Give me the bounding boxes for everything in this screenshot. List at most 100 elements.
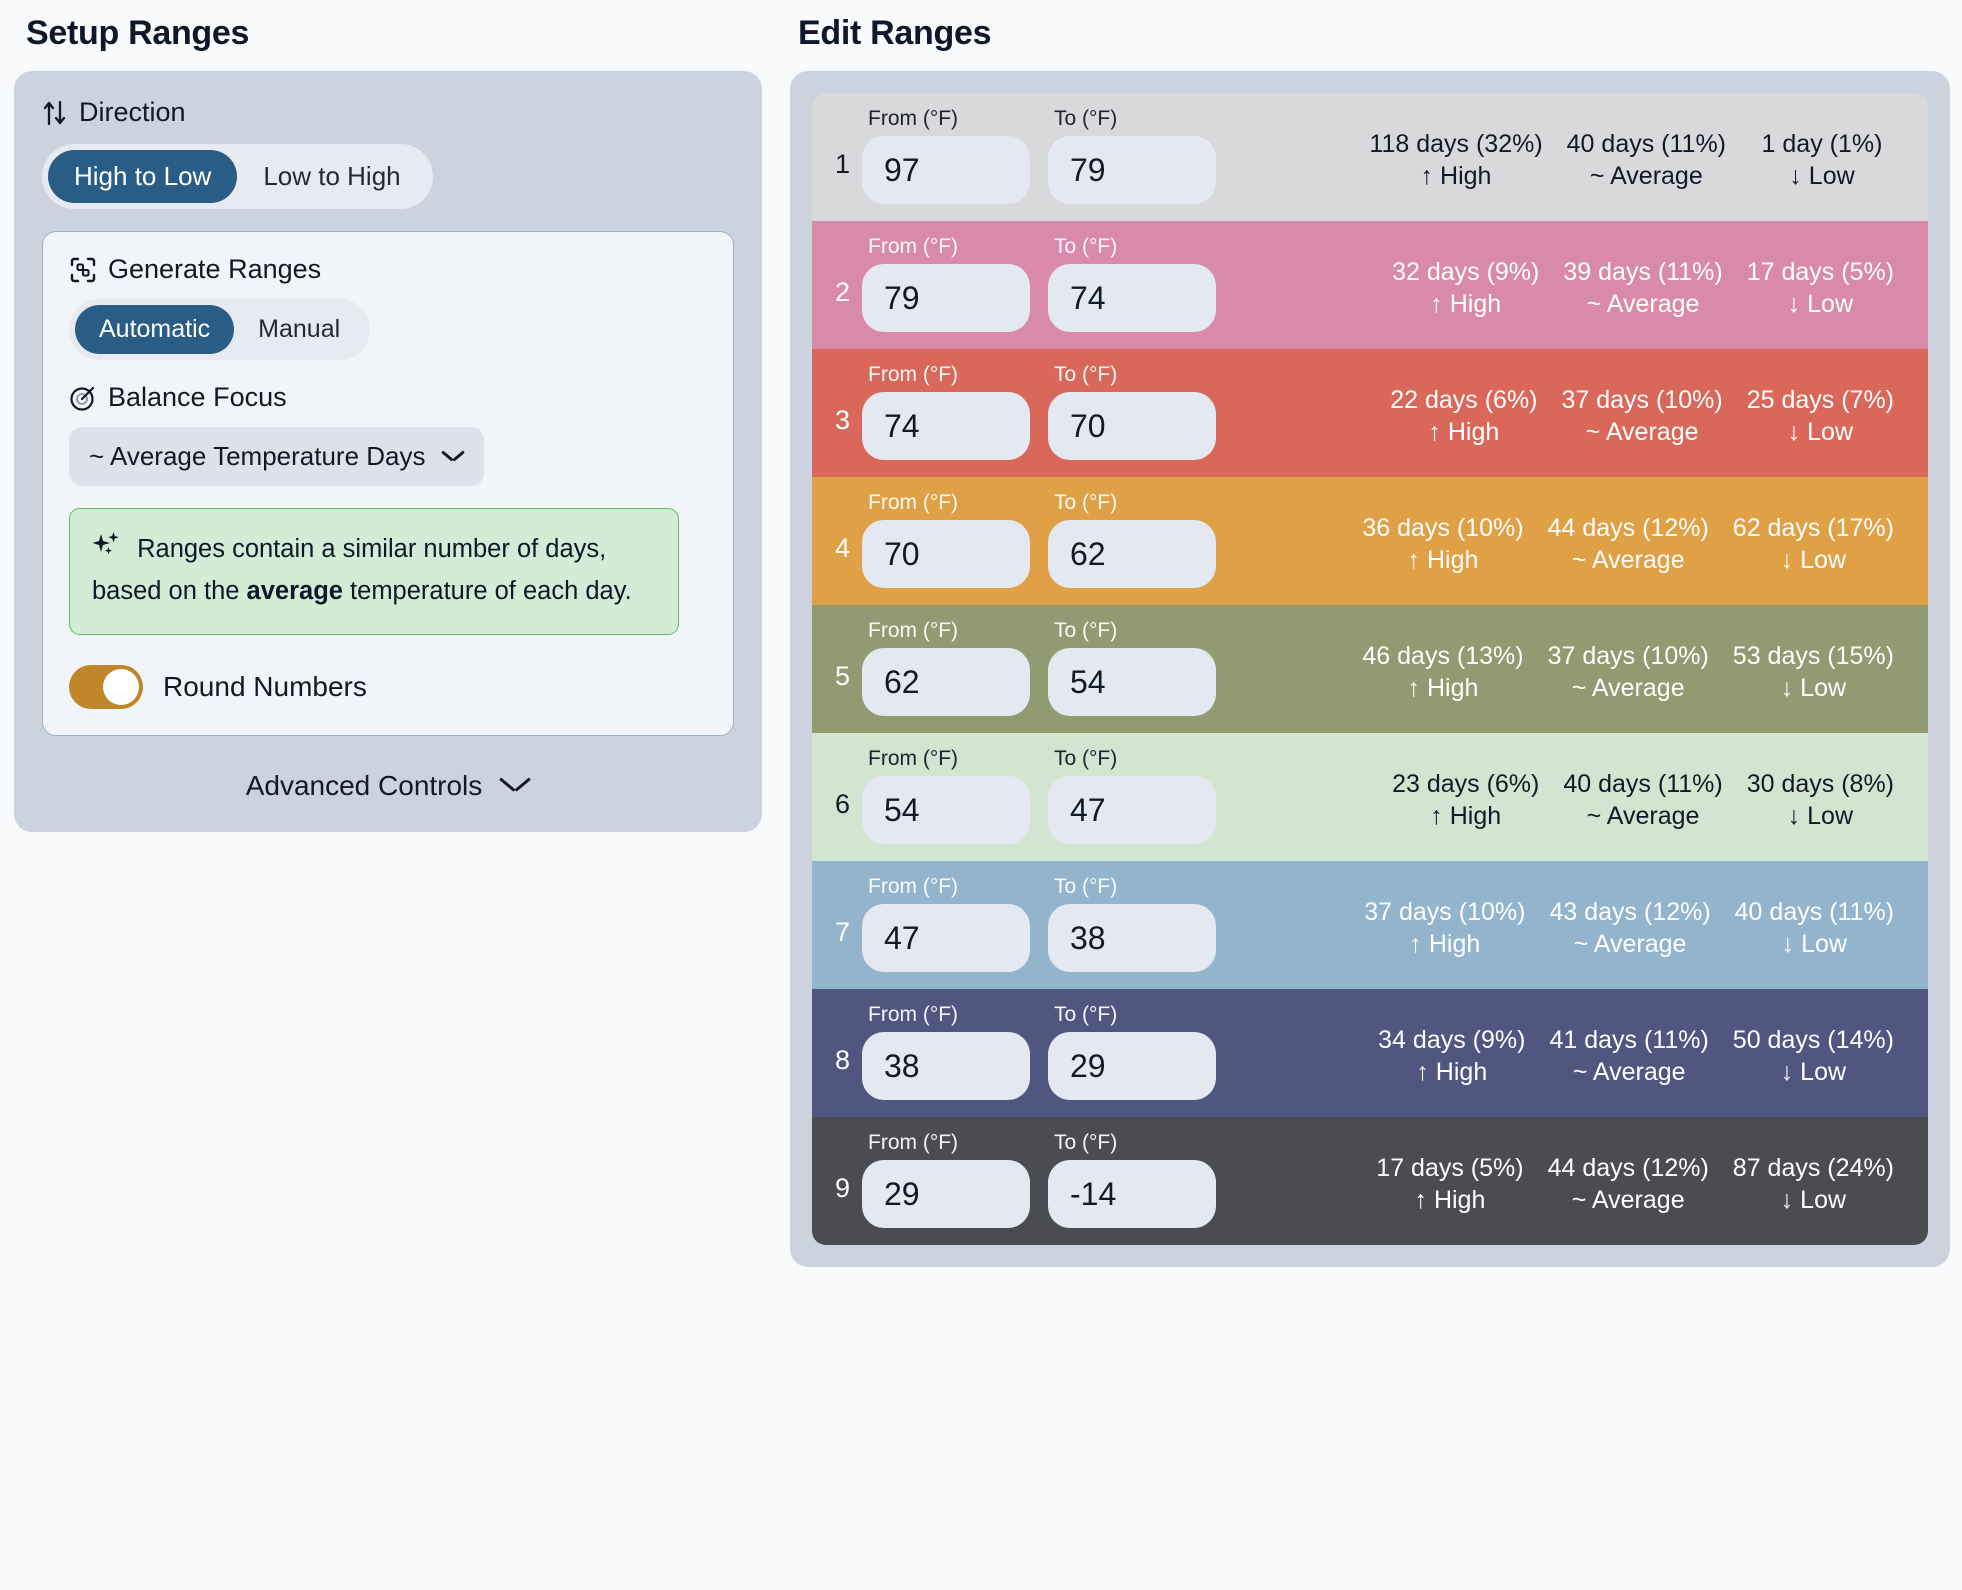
from-input[interactable]: [862, 904, 1030, 972]
from-label: From (°F): [868, 491, 959, 514]
stat-low-count: 17 days (5%): [1746, 258, 1894, 286]
from-input[interactable]: [862, 264, 1030, 332]
from-input[interactable]: [862, 1032, 1030, 1100]
to-label: To (°F): [1054, 747, 1118, 770]
stat-low: 62 days (17%)↓ Low: [1721, 513, 1906, 578]
direction-option-low-to-high[interactable]: Low to High: [263, 161, 401, 191]
generate-ranges-segmented-control[interactable]: Automatic Manual: [69, 299, 371, 360]
stat-low-count: 50 days (14%): [1732, 1026, 1894, 1054]
setup-ranges-column: Setup Ranges Direction High to Low Low t…: [0, 0, 790, 1590]
stat-low: 25 days (7%)↓ Low: [1735, 385, 1906, 450]
to-input[interactable]: [1048, 1032, 1216, 1100]
from-field-group: From (°F): [862, 875, 1030, 972]
stat-average-count: 41 days (11%): [1549, 1026, 1709, 1054]
generate-ranges-label-text: Generate Ranges: [108, 254, 322, 284]
stat-low-kind: ↓ Low: [1787, 290, 1853, 319]
stat-low: 40 days (11%)↓ Low: [1723, 897, 1906, 962]
round-numbers-label: Round Numbers: [163, 670, 367, 702]
stat-average-count: 37 days (10%): [1547, 642, 1709, 670]
stat-average: 43 days (12%)~ Average: [1537, 897, 1722, 962]
stat-average-kind: ~ Average: [1585, 418, 1699, 447]
from-label: From (°F): [868, 747, 959, 770]
balance-focus-label: Balance Focus: [69, 382, 707, 413]
from-field-group: From (°F): [862, 1003, 1030, 1100]
sparkles-icon: [92, 532, 129, 565]
stat-high-kind: ↑ High: [1407, 546, 1479, 575]
generate-option-automatic[interactable]: Automatic: [75, 305, 235, 354]
chevron-down-icon: [442, 450, 464, 463]
to-input[interactable]: [1048, 904, 1216, 972]
to-field-group: To (°F): [1048, 107, 1216, 204]
from-input[interactable]: [862, 648, 1030, 716]
stat-low-kind: ↓ Low: [1781, 930, 1847, 959]
to-input[interactable]: [1048, 776, 1216, 844]
hint-callout: Ranges contain a similar number of days,…: [69, 508, 679, 635]
stat-high: 32 days (9%)↑ High: [1380, 257, 1551, 322]
from-input[interactable]: [862, 776, 1030, 844]
direction-label-text: Direction: [79, 97, 186, 127]
from-input[interactable]: [862, 392, 1030, 460]
generate-ranges-label: Generate Ranges: [69, 254, 707, 285]
to-input[interactable]: [1048, 648, 1216, 716]
stat-high-count: 37 days (10%): [1364, 898, 1526, 926]
to-input[interactable]: [1048, 136, 1216, 204]
stat-average: 40 days (11%)~ Average: [1555, 129, 1738, 194]
from-field-group: From (°F): [862, 363, 1030, 460]
range-row-index: 8: [834, 1044, 850, 1075]
direction-segmented-control[interactable]: High to Low Low to High: [42, 144, 433, 209]
stat-low-kind: ↓ Low: [1780, 1058, 1847, 1087]
to-label: To (°F): [1054, 1003, 1118, 1026]
advanced-controls-toggle[interactable]: Advanced Controls: [42, 770, 734, 802]
generate-ranges-card: Generate Ranges Automatic Manual: [42, 231, 734, 736]
to-label: To (°F): [1054, 363, 1118, 386]
stat-low-kind: ↓ Low: [1787, 802, 1853, 831]
to-field-group: To (°F): [1048, 875, 1216, 972]
from-input[interactable]: [862, 136, 1030, 204]
stat-low-count: 87 days (24%): [1732, 1154, 1894, 1182]
direction-option-high-to-low[interactable]: High to Low: [48, 150, 238, 203]
stat-average-count: 44 days (12%): [1547, 514, 1709, 542]
round-numbers-row: Round Numbers: [69, 664, 707, 709]
to-input[interactable]: [1048, 392, 1216, 460]
range-row-index: 2: [834, 276, 850, 307]
to-input[interactable]: [1048, 520, 1216, 588]
hint-text-bold: average: [246, 577, 343, 606]
from-field-group: From (°F): [862, 107, 1030, 204]
to-field-group: To (°F): [1048, 491, 1216, 588]
stat-average-kind: ~ Average: [1571, 1186, 1685, 1215]
stat-average-count: 37 days (10%): [1561, 386, 1723, 414]
advanced-controls-label: Advanced Controls: [245, 769, 483, 801]
target-icon: [69, 384, 97, 412]
balance-focus-select[interactable]: ~ Average Temperature Days: [69, 427, 484, 486]
from-label: From (°F): [868, 875, 959, 898]
stat-high: 46 days (13%)↑ High: [1350, 641, 1535, 706]
stat-average: 37 days (10%) ~ Average: [1550, 385, 1735, 450]
to-input[interactable]: [1048, 1160, 1216, 1228]
from-input[interactable]: [862, 520, 1030, 588]
stat-low-kind: ↓ Low: [1780, 546, 1847, 575]
stat-average-kind: ~ Average: [1586, 802, 1700, 831]
stat-high-count: 118 days (32%): [1369, 130, 1543, 158]
range-inputs: From (°F) To (°F): [862, 363, 1216, 460]
stat-low-count: 25 days (7%): [1746, 386, 1894, 414]
generate-option-manual[interactable]: Manual: [258, 315, 341, 343]
range-row-index: 9: [834, 1172, 850, 1203]
from-input[interactable]: [862, 1160, 1030, 1228]
hint-text-after: temperature of each day.: [342, 577, 632, 606]
round-numbers-toggle[interactable]: [69, 664, 143, 709]
stat-average-kind: ~ Average: [1571, 546, 1685, 575]
stat-high-kind: ↑ High: [1407, 674, 1479, 703]
to-input[interactable]: [1048, 264, 1216, 332]
